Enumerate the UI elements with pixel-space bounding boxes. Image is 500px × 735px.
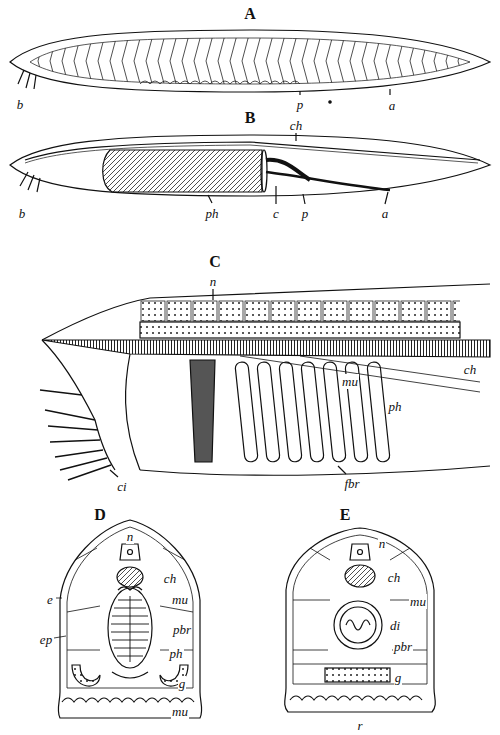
label-anchor: A (243, 6, 257, 22)
label-anchor: g (394, 669, 403, 685)
label-anchor: a (381, 205, 390, 221)
label-anchor: ph (205, 205, 220, 221)
label-anchor: n (378, 535, 387, 551)
part-label: b (16, 97, 25, 112)
label-anchor: ph (169, 645, 184, 661)
panel-letter: D (93, 506, 107, 523)
label-anchor: ch (163, 570, 177, 586)
part-label: g (178, 676, 187, 691)
panel-letter: E (339, 506, 352, 523)
part-label: mu (171, 704, 189, 719)
part-label: a (381, 206, 390, 221)
label-anchor: n (209, 273, 218, 289)
part-label: ch (463, 362, 477, 377)
part-label: e (46, 592, 54, 607)
label-anchor: B (244, 110, 257, 126)
panel-letter: C (208, 253, 222, 270)
part-label: p (301, 206, 310, 221)
label-anchor: b (16, 96, 25, 112)
label-anchor: mu (341, 373, 359, 389)
label-anchor: e (46, 591, 54, 607)
label-anchor: mu (171, 591, 189, 607)
label-anchor: E (339, 507, 352, 523)
label-anchor: di (389, 617, 401, 633)
label-anchor: ep (39, 631, 53, 647)
label-anchor: g (178, 675, 187, 691)
part-label: ch (387, 570, 401, 585)
part-label: mu (409, 594, 427, 609)
part-label: ep (39, 632, 53, 647)
label-anchor: pbr (393, 638, 413, 654)
part-label: mu (341, 374, 359, 389)
label-anchor: ch (463, 361, 477, 377)
part-label: mu (171, 592, 189, 607)
part-label: p (296, 97, 305, 112)
panel-letter: B (244, 109, 257, 126)
panel-letter: A (243, 5, 257, 22)
part-label: g (394, 670, 403, 685)
part-label: b (18, 206, 27, 221)
label-anchor: D (93, 507, 107, 523)
label-anchor: C (208, 254, 222, 270)
part-label: ch (289, 118, 303, 133)
label-anchor: ci (116, 478, 127, 494)
label-anchor: fbr (343, 475, 360, 491)
label-anchor: p (301, 205, 310, 221)
part-label: n (126, 529, 135, 544)
label-anchor: r (356, 717, 363, 733)
label-anchor: ch (289, 117, 303, 133)
label-anchor: n (126, 528, 135, 544)
label-anchor: p (296, 96, 305, 112)
label-anchor: b (18, 205, 27, 221)
part-label: r (356, 718, 363, 733)
part-label: n (209, 274, 218, 289)
part-label: ci (116, 479, 127, 494)
label-anchor: pbr (172, 621, 192, 637)
label-anchor: mu (409, 593, 427, 609)
part-label: pbr (393, 639, 413, 654)
part-label: ph (205, 206, 220, 221)
part-label: pbr (172, 622, 192, 637)
part-label: a (388, 98, 397, 113)
part-label: ph (388, 399, 403, 414)
label-anchor: a (388, 97, 397, 113)
label-anchor: ph (388, 398, 403, 414)
label-anchor: ch (387, 569, 401, 585)
part-label: n (378, 536, 387, 551)
part-label: ph (169, 646, 184, 661)
label-anchor: c (272, 205, 280, 221)
part-label: fbr (343, 476, 360, 491)
part-label: ch (163, 571, 177, 586)
part-label: c (272, 206, 280, 221)
label-anchor: mu (171, 703, 189, 719)
part-label: di (389, 618, 401, 633)
